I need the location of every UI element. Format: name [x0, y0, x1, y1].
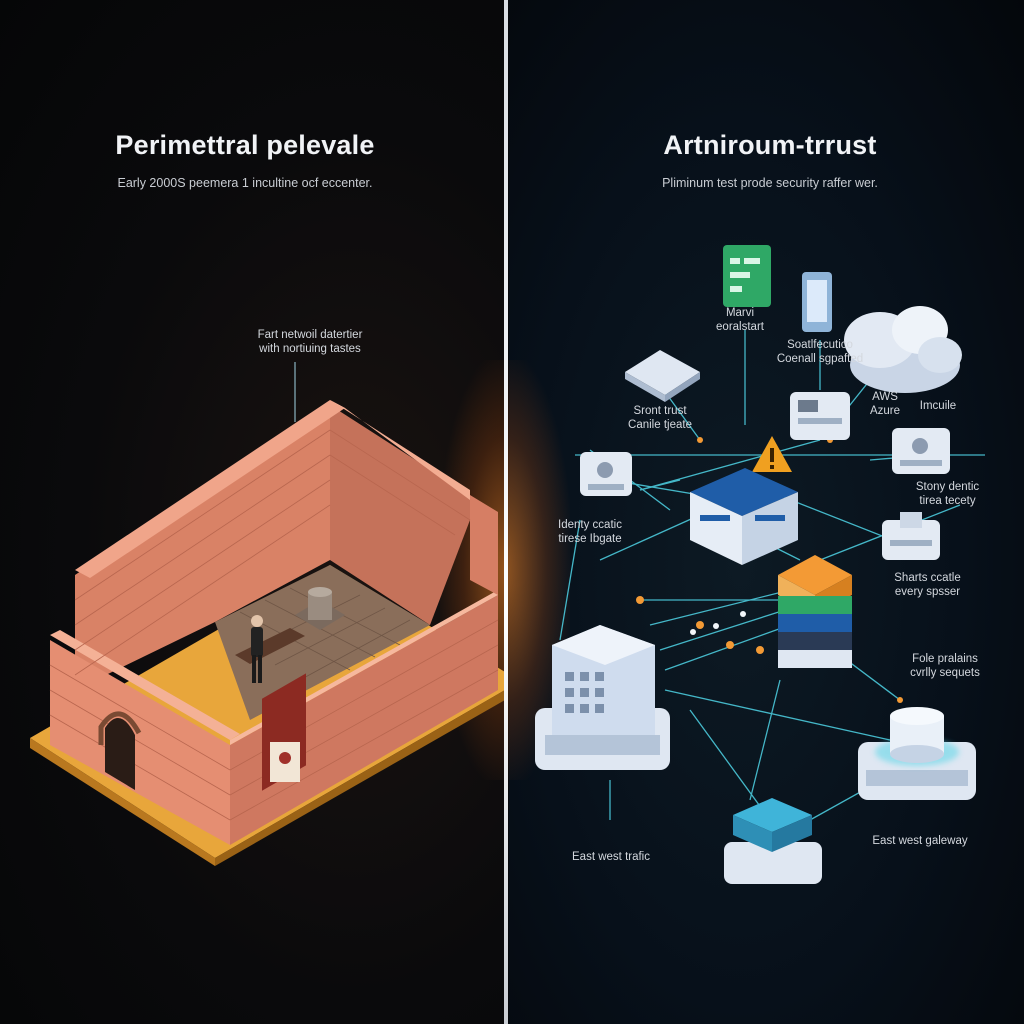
mobile-device-icon: [802, 272, 832, 332]
sront-line-1: Sront trust: [633, 405, 687, 417]
aws-line-2: Azure: [869, 405, 901, 417]
fole-line-1: Fole pralains: [912, 653, 978, 665]
database-cylinder-icon: [858, 707, 976, 800]
marvi-label: Marvi eoralstart: [700, 306, 780, 334]
gateway-chip-icon: [724, 798, 822, 884]
identy-line-1: Identy ccatic: [558, 519, 622, 531]
callout-line-2: with nortiuing tastes: [259, 343, 361, 355]
stony-line-2: tirea tecety: [919, 495, 976, 507]
soatl-line-2: Coenall sgpafted: [776, 353, 864, 365]
perimeter-illustration: [30, 362, 505, 866]
east-west-gateway-label: East west galeway: [872, 835, 968, 847]
server-node-right-icon: [892, 428, 950, 474]
inner-floor: [215, 565, 430, 720]
server-node-icon: [790, 392, 850, 440]
aws-line-1: AWS: [872, 391, 898, 403]
office-building-icon: [535, 625, 670, 770]
corner-pillar: [470, 495, 498, 595]
back-wall-inner: [75, 405, 330, 690]
link-dots: [636, 437, 903, 703]
sharts-line-2: every spsser: [894, 586, 961, 598]
aws-label: AWS Azure: [860, 390, 910, 418]
fole-label: Fole pralains cvrlly sequets: [900, 652, 990, 680]
person-guard-icon: [251, 615, 263, 683]
imcuile-label: Imcuile: [919, 400, 957, 412]
gold-base-left: [30, 738, 215, 866]
front-left-rim: [50, 630, 240, 740]
identy-line-2: tirese Ibgate: [558, 533, 622, 545]
sharts-line-1: Sharts ccatle: [894, 572, 961, 584]
right-wall-inner: [330, 405, 470, 625]
zero-trust-title: Artniroum-trrust: [663, 130, 877, 160]
sront-trust-label: Sront trust Canile tjeate: [615, 404, 705, 432]
flat-node-icon: [625, 350, 700, 402]
fole-line-2: cvrlly sequets: [910, 667, 980, 679]
identy-label: Identy ccatic tirese Ibgate: [545, 518, 635, 546]
back-wall-rim: [75, 400, 345, 578]
soatl-line-1: Soatlfecutico: [787, 339, 853, 351]
server-node-small-icon: [882, 512, 940, 560]
perimeter-callout: Fart netwoil datertier with nortiuing ta…: [225, 328, 395, 356]
panel-divider: [504, 0, 508, 1024]
sharts-label: Sharts ccatle every spsser: [885, 571, 970, 599]
arched-door-icon: [105, 718, 135, 790]
link-pins: [690, 611, 746, 635]
server-node-left-icon: [580, 452, 632, 496]
blue-hub-server-icon: [690, 468, 798, 565]
warning-icon: [752, 436, 792, 472]
gold-base-right: [215, 690, 505, 866]
east-west-traffic-label: East west trafic: [572, 851, 650, 863]
sront-line-2: Canile tjeate: [628, 419, 692, 431]
soatl-label: Soatlfecutico Coenall sgpafted: [770, 338, 870, 366]
network-links: [559, 330, 985, 821]
stony-line-1: Stony dentic: [915, 481, 980, 493]
cloud-icon: [844, 306, 962, 393]
marvi-line-2: eoralstart: [716, 321, 764, 333]
green-device-icon: [723, 245, 771, 307]
callout-line-1: Fart netwoil datertier: [257, 329, 363, 341]
zero-trust-subtitle: Pliminum test prode security raffer wer.: [662, 176, 878, 190]
server-stack-icon: [778, 555, 852, 668]
perimeter-title: Perimettral pelevale: [115, 130, 375, 160]
marvi-line-1: Marvi: [725, 307, 755, 319]
stony-label: Stony dentic tirea tecety: [905, 480, 990, 508]
perimeter-subtitle: Early 2000S peemera 1 incultine ocf ecce…: [117, 176, 373, 190]
